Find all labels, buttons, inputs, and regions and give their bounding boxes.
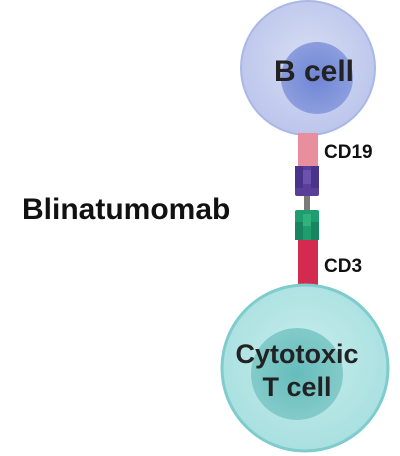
blinatumomab-label: Blinatumomab [22, 193, 230, 226]
b-cell: B cell [240, 0, 376, 136]
t-cell-label-line2: T cell [262, 372, 331, 402]
cd3-receptor [298, 240, 318, 288]
b-cell-label: B cell [274, 55, 354, 88]
t-cell-label-line1: Cytotoxic [235, 339, 358, 369]
t-cell: Cytotoxic T cell [220, 283, 390, 453]
cd19-label: CD19 [324, 142, 373, 163]
cd3-label: CD3 [324, 256, 362, 277]
anti-cd3-domain [295, 210, 319, 240]
anti-cd19-domain [295, 166, 319, 196]
cd19-receptor [298, 133, 318, 166]
t-cell-nucleus [251, 328, 343, 420]
antibody-linker [304, 196, 310, 210]
b-cell-nucleus [281, 42, 353, 114]
